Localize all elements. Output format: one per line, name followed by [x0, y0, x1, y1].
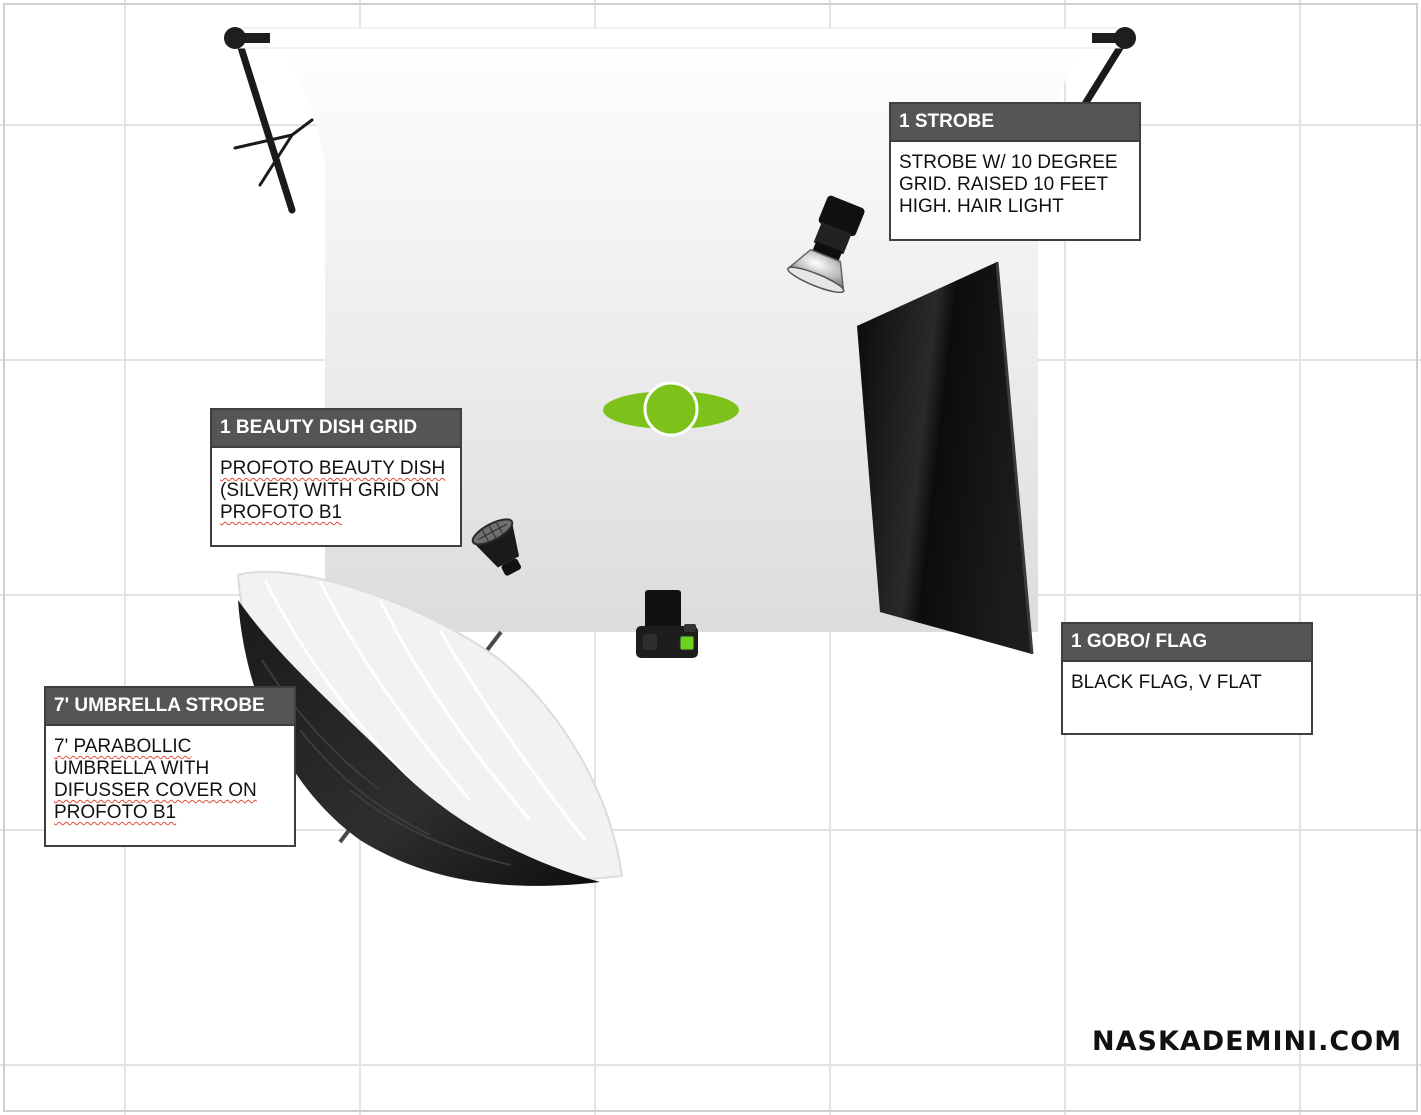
umbrella-label-title: 7' UMBRELLA STROBE [46, 688, 294, 726]
backdrop-stand-icon [233, 34, 1130, 214]
crossbar-clamp-left [238, 33, 270, 43]
umbrella-label-line: DIFUSSER COVER ON [54, 780, 257, 801]
umbrella-label-line: PROFOTO B1 [54, 802, 177, 823]
crossbar-clamp-right [1092, 33, 1124, 43]
strobe-label-line: STROBE W/ 10 DEGREE [899, 152, 1118, 173]
beauty-dish-label-line: PROFOTO BEAUTY DISH [220, 458, 446, 479]
flag-edge [995, 261, 1034, 655]
strobe-label-line: GRID. RAISED 10 FEET [899, 174, 1109, 195]
strobe-label-body: STROBE W/ 10 DEGREE GRID. RAISED 10 FEET… [891, 142, 1139, 224]
black-flag-icon [857, 262, 1032, 654]
site-watermark: NASKADEMINI.COM [1092, 1026, 1403, 1057]
umbrella-icon [236, 570, 624, 886]
subject-icon [603, 381, 739, 437]
page-border [3, 3, 1418, 1112]
gobo-label-line: BLACK FLAG, V FLAT [1071, 672, 1262, 693]
beauty-dish-icon [471, 518, 521, 576]
crossbar-cap-right [1114, 27, 1136, 49]
beauty-dish-label-line: PROFOTO B1 [220, 502, 343, 523]
umbrella-label-body: 7' PARABOLLIC UMBRELLA WITH DIFUSSER COV… [46, 726, 294, 830]
strobe-head-icon [786, 195, 865, 294]
umbrella-label-line: UMBRELLA WITH [54, 758, 210, 779]
strobe-label-line: HIGH. HAIR LIGHT [899, 196, 1064, 217]
camera-icon [636, 590, 698, 658]
backdrop-crossbar [224, 27, 1136, 49]
crossbar-cap-left [224, 27, 246, 49]
strobe-label-title: 1 STROBE [891, 104, 1139, 142]
beauty-dish-label-title: 1 BEAUTY DISH GRID [212, 410, 460, 448]
umbrella-label: 7' UMBRELLA STROBE 7' PARABOLLIC UMBRELL… [44, 686, 296, 847]
beauty-dish-label-line: (SILVER) WITH GRID ON [220, 480, 440, 501]
gobo-label-body: BLACK FLAG, V FLAT [1063, 662, 1311, 700]
umbrella-label-line: 7' PARABOLLIC [54, 736, 192, 757]
strobe-label: 1 STROBE STROBE W/ 10 DEGREE GRID. RAISE… [889, 102, 1141, 241]
beauty-dish-label: 1 BEAUTY DISH GRID PROFOTO BEAUTY DISH (… [210, 408, 462, 547]
gobo-label: 1 GOBO/ FLAG BLACK FLAG, V FLAT [1061, 622, 1313, 735]
gobo-label-title: 1 GOBO/ FLAG [1063, 624, 1311, 662]
beauty-dish-label-body: PROFOTO BEAUTY DISH (SILVER) WITH GRID O… [212, 448, 460, 530]
